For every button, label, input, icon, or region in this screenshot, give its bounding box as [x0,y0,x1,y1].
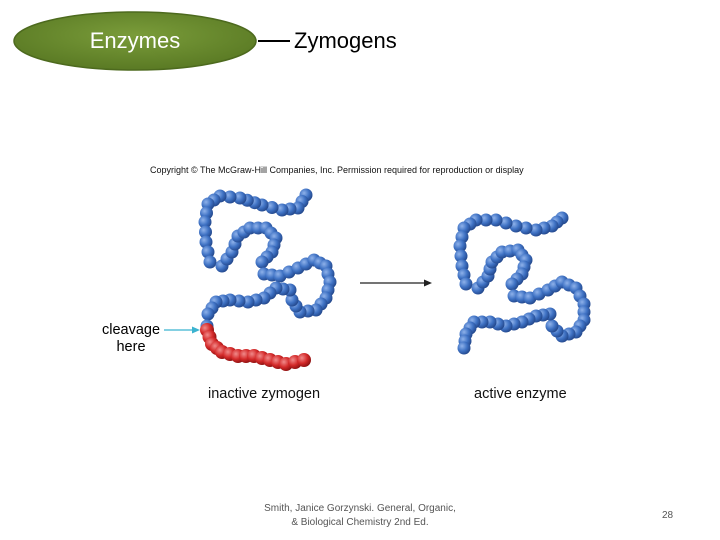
citation-footer: Smith, Janice Gorzynski. General, Organi… [230,502,490,530]
page-title: Zymogens [294,28,397,53]
cleaved-bead [297,353,311,367]
chain-bead [199,225,212,239]
figure-copyright: Copyright © The McGraw-Hill Companies, I… [150,165,524,175]
cleavage-label-line1: cleavage [101,322,161,338]
enzymes-pill-shape [13,11,257,71]
chain-bead [505,277,519,291]
inactive-zymogen-caption: inactive zymogen [208,386,321,402]
chain-bead [489,213,503,227]
chain-bead [255,255,269,269]
chain-bead [457,341,471,355]
chain-bead [509,219,523,233]
chain-bead [459,277,473,291]
chain-bead [199,235,213,249]
chain-bead [223,190,237,204]
chain-bead [275,203,289,217]
citation-line2: & Biological Chemistry 2nd Ed. [291,517,429,528]
active-enzyme-caption: active enzyme [474,386,567,402]
chain-bead [454,249,468,263]
chain-bead [479,213,493,227]
chain-bead [203,255,217,269]
active-enzyme-chain [453,211,591,355]
chain-bead [519,221,533,235]
citation-line1: Smith, Janice Gorzynski. General, Organi… [264,503,456,514]
enzymes-pill-label: Enzymes [89,28,181,53]
chain-bead [529,223,543,237]
cleavage-label-line2: here [116,339,146,355]
chain-bead [453,239,467,253]
chain-bead [285,293,299,307]
page-number: 28 [662,510,674,521]
chain-bead [545,319,559,333]
chain-bead [499,216,513,230]
chain-bead [201,245,215,259]
inactive-zymogen-chain [198,188,337,333]
chain-bead [233,191,247,205]
cleavage-label: cleavage here [96,322,166,356]
reaction-arrow [360,279,432,287]
cleavage-pointer-arrow [164,326,200,334]
chain-bead [198,215,212,229]
cleaved-segment [200,323,311,371]
pill-connector-line [258,40,290,42]
chain-bead [265,201,279,214]
chain-bead [201,307,215,321]
